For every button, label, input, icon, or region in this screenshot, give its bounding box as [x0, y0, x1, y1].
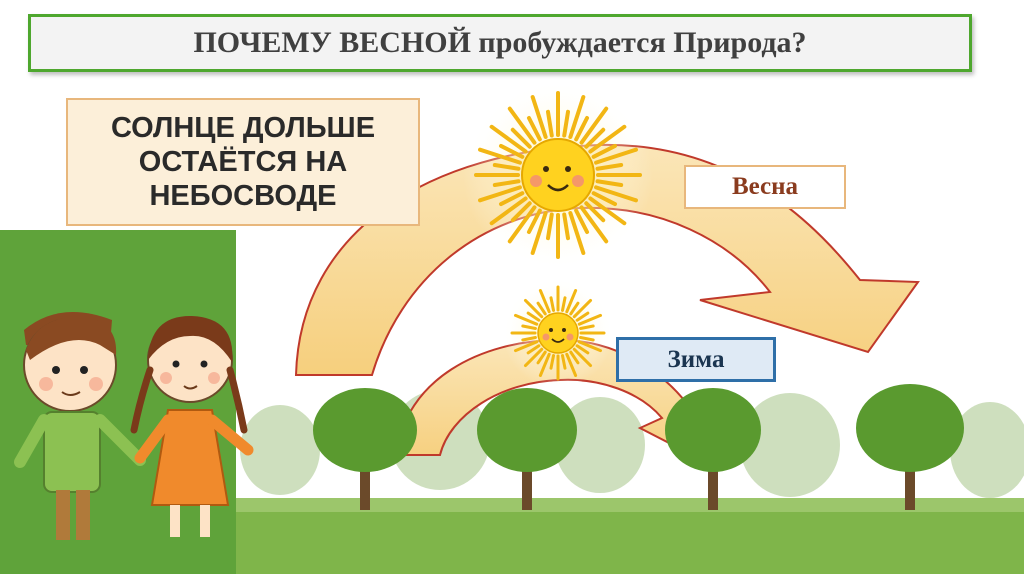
explanation-box: СОЛНЦЕ ДОЛЬШЕ ОСТАЁТСЯ НА НЕБОСВОДЕ — [66, 98, 420, 226]
sun-ray — [588, 124, 627, 154]
sun-ray — [538, 289, 551, 314]
sun-ray — [510, 201, 532, 223]
slide-title: ПОЧЕМУ ВЕСНОЙ пробуждается Природа? — [193, 26, 807, 59]
sun-ray — [562, 212, 571, 241]
sun-ray — [584, 127, 606, 149]
trees — [313, 384, 964, 510]
sun-ray — [565, 289, 578, 314]
sun-ray — [572, 347, 593, 368]
sun-ray — [591, 143, 617, 159]
sun-ray — [574, 116, 590, 142]
sun-ray — [545, 212, 554, 241]
sun-ray — [579, 324, 595, 331]
sun-ray — [562, 109, 571, 138]
sun-ray — [492, 179, 521, 188]
sun-ray — [523, 347, 544, 368]
sun-ray — [510, 127, 532, 149]
sun-ray — [594, 147, 638, 165]
ground — [236, 505, 1024, 574]
sun-ray — [478, 185, 522, 203]
sun-ray — [569, 301, 580, 316]
sun-ray — [565, 352, 578, 377]
sun-ray — [492, 162, 521, 171]
sun-ray — [478, 147, 522, 165]
sun-ray — [538, 352, 551, 377]
sun-ray — [521, 335, 537, 342]
sun-ray — [521, 324, 537, 331]
sun-ray — [579, 335, 595, 342]
sun-ray — [514, 313, 539, 326]
sun-ray — [575, 344, 590, 355]
sun-ray — [526, 208, 542, 234]
sun-ray — [507, 205, 537, 244]
sun-ray — [574, 208, 590, 234]
sun-ray — [568, 211, 586, 255]
winter-label: Зима — [616, 337, 776, 382]
sun-ray — [568, 95, 586, 139]
sun-ray — [530, 95, 548, 139]
sun-ray — [594, 185, 638, 203]
sun-ray — [526, 116, 542, 142]
sun-ray — [560, 296, 567, 312]
spring-sun-icon — [463, 80, 653, 270]
winter-sun-icon — [503, 278, 613, 388]
title-box: ПОЧЕМУ ВЕСНОЙ пробуждается Природа? — [28, 14, 972, 72]
sun-ray — [595, 162, 624, 171]
sun-ray — [545, 109, 554, 138]
sun-ray — [536, 350, 547, 365]
spring-label-text: Весна — [731, 173, 799, 200]
sun-ray — [588, 196, 627, 226]
children-illustration — [14, 312, 254, 540]
sun-ray — [577, 313, 602, 326]
sun-ray — [579, 106, 609, 145]
sun-ray — [489, 124, 528, 154]
boy-figure — [14, 312, 146, 540]
sun-ray — [560, 354, 567, 370]
sun-ray — [549, 296, 556, 312]
sun-ray — [526, 344, 541, 355]
sun-ray — [489, 196, 528, 226]
sun-ray — [591, 191, 617, 207]
girl-figure — [130, 315, 254, 537]
sun-ray — [549, 354, 556, 370]
sun-ray — [536, 301, 547, 316]
sun-ray — [507, 106, 537, 145]
winter-label-text: Зима — [667, 345, 725, 373]
spring-label: Весна — [684, 165, 846, 209]
sun-ray — [530, 211, 548, 255]
sun-ray — [575, 311, 590, 322]
sun-ray — [569, 350, 580, 365]
sun-ray — [579, 205, 609, 244]
sun-ray — [584, 201, 606, 223]
explanation-text: СОЛНЦЕ ДОЛЬШЕ ОСТАЁТСЯ НА НЕБОСВОДЕ — [110, 112, 376, 212]
sun-ray — [523, 298, 544, 319]
sun-ray — [526, 311, 541, 322]
sun-ray — [499, 143, 525, 159]
sun-ray — [514, 340, 539, 353]
sun-ray — [499, 191, 525, 207]
sun-ray — [577, 340, 602, 353]
sun-ray — [595, 179, 624, 188]
sun-ray — [572, 298, 593, 319]
